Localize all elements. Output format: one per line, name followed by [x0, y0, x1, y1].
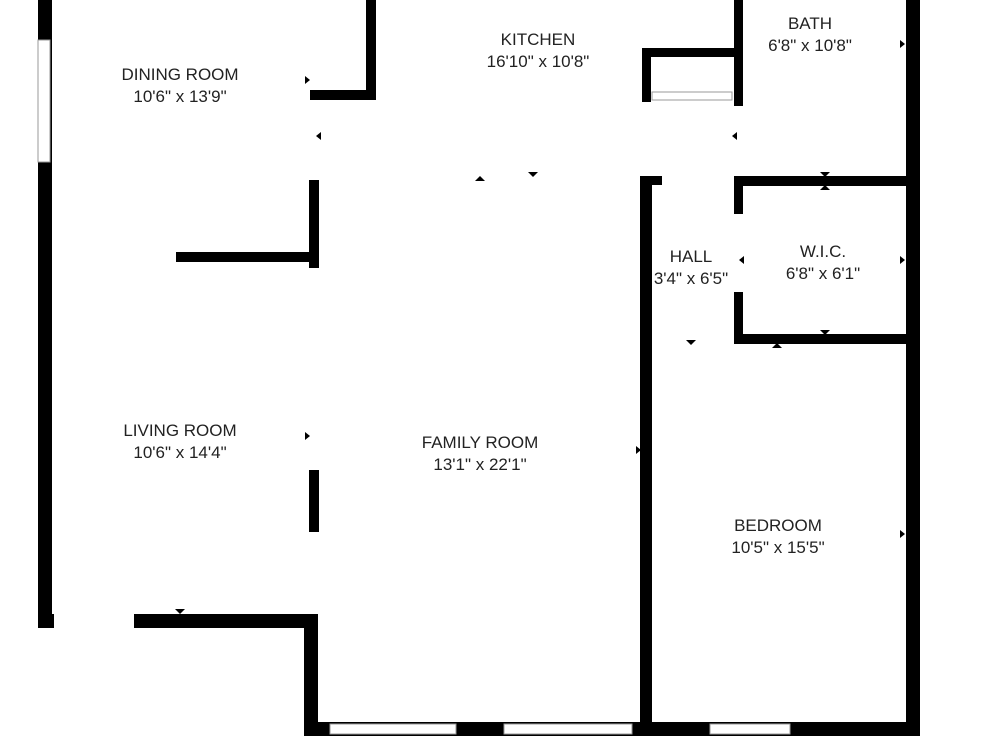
wall-kitchen-corner-vertical [366, 0, 376, 100]
room-name: DINING ROOM [121, 65, 239, 84]
wall-wic-west-top [734, 176, 743, 214]
wall-bath-west [734, 0, 743, 106]
door-marker [900, 40, 905, 48]
room-label-bedroom: BEDROOM 10'5" x 15'5" [731, 515, 824, 559]
door-marker [175, 609, 185, 614]
door-marker [528, 172, 538, 177]
room-name: HALL [669, 247, 713, 266]
door-marker [305, 432, 310, 440]
room-dimensions: 6'8" x 6'1" [785, 264, 861, 283]
wall-kitchen-corner-horizontal [310, 90, 376, 100]
door-marker [686, 340, 696, 345]
room-dimensions: 16'10" x 10'8" [486, 52, 590, 71]
door-marker [636, 446, 641, 454]
window-closet [651, 91, 733, 101]
room-label-dining-room: DINING ROOM 10'6" x 13'9" [121, 64, 238, 108]
wall-closet-top [642, 48, 738, 57]
wall-dining-living [176, 252, 319, 262]
window-family-left [329, 723, 457, 735]
room-label-bath: BATH 6'8" x 10'8" [768, 13, 852, 57]
door-marker [820, 172, 830, 177]
wall-wic-west-bottom [734, 292, 743, 344]
wall-bottom-left [38, 614, 54, 628]
room-dimensions: 10'5" x 15'5" [731, 538, 825, 557]
door-marker [900, 256, 905, 264]
room-dimensions: 3'4" x 6'5" [653, 269, 729, 288]
room-dimensions: 10'6" x 13'9" [133, 87, 227, 106]
room-label-kitchen: KITCHEN 16'10" x 10'8" [487, 29, 590, 73]
door-marker [475, 176, 485, 181]
room-label-family-room: FAMILY ROOM 13'1" x 22'1" [422, 432, 539, 476]
window-bedroom [709, 723, 791, 735]
room-label-living-room: LIVING ROOM 10'6" x 14'4" [123, 420, 236, 464]
room-name: BATH [787, 14, 833, 33]
door-marker [739, 256, 744, 264]
wall-living-east-stub [309, 470, 319, 532]
room-name: W.I.C. [799, 242, 847, 261]
door-marker [900, 530, 905, 538]
room-dimensions: 13'1" x 22'1" [433, 455, 527, 474]
wall-dining-east-stub [309, 180, 319, 268]
wall-wic-south [734, 334, 920, 344]
room-name: LIVING ROOM [123, 421, 237, 440]
door-marker [820, 185, 830, 190]
door-marker [820, 330, 830, 335]
room-label-hall: HALL 3'4" x 6'5" [654, 246, 728, 290]
wall-bath-south [734, 176, 920, 186]
wall-right-outer [906, 0, 920, 735]
wall-bottom-living [134, 614, 318, 628]
room-name: KITCHEN [500, 30, 576, 49]
wall-step-down [304, 614, 318, 736]
door-marker [316, 132, 321, 140]
room-label-wic: W.I.C. 6'8" x 6'1" [786, 241, 860, 285]
room-name: FAMILY ROOM [421, 433, 539, 452]
room-dimensions: 10'6" x 14'4" [133, 443, 227, 462]
door-marker [305, 76, 310, 84]
window-dining [37, 39, 51, 163]
wall-closet-west [642, 48, 651, 102]
door-marker [772, 343, 782, 348]
room-dimensions: 6'8" x 10'8" [768, 36, 852, 55]
door-marker [732, 132, 737, 140]
wall-bedroom-west [640, 176, 652, 736]
room-name: BEDROOM [734, 516, 822, 535]
window-family-right [503, 723, 633, 735]
